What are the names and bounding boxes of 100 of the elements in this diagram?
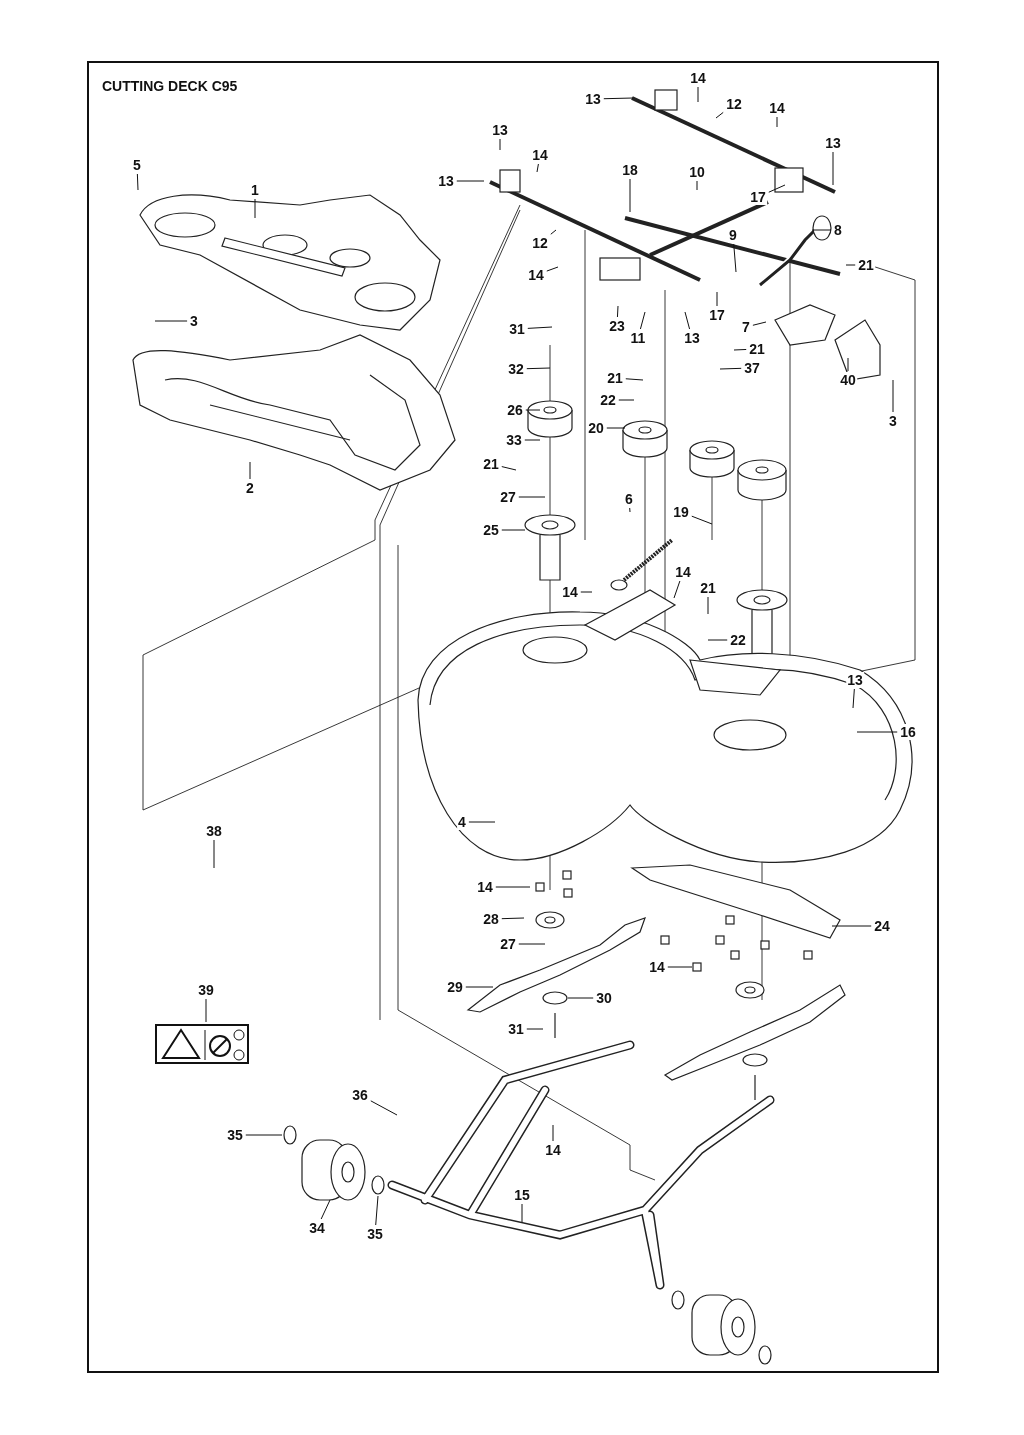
leader-line [536,163,539,173]
leader-line [524,439,541,441]
callout-number: 18 [621,162,639,178]
leader-line [697,86,699,103]
leader-line [249,461,251,480]
callout-number: 13 [437,173,455,189]
callout-number: 29 [446,979,464,995]
leader-line [845,264,856,266]
leader-line [629,507,631,513]
callout-number: 4 [457,814,467,830]
callout-number: 31 [508,321,526,337]
leader-line [245,1134,283,1136]
leader-line [847,357,849,372]
leader-line [552,1124,554,1142]
callout-number: 17 [749,189,767,205]
leader-line [606,427,626,429]
callout-number: 21 [699,580,717,596]
callout-number: 3 [189,313,199,329]
callout-number: 21 [748,341,766,357]
callout-number: 13 [846,672,864,688]
leader-line [618,399,635,401]
callout-number: 14 [476,879,494,895]
leader-line [154,320,188,322]
callout-number: 13 [584,91,602,107]
callout-number: 15 [513,1187,531,1203]
leader-line [527,326,553,329]
leader-line [811,229,832,231]
callout-number: 14 [527,267,545,283]
callout-number: 14 [531,147,549,163]
leader-line [752,321,767,326]
callout-number: 21 [606,370,624,386]
callout-number: 6 [624,491,634,507]
callout-number: 14 [674,564,692,580]
leader-line [719,367,742,370]
callout-number: 2 [245,480,255,496]
leader-line [468,821,496,823]
callout-number: 32 [507,361,525,377]
callout-number: 34 [308,1220,326,1236]
leader-line [625,378,644,381]
callout-number: 7 [741,319,751,335]
callout-number: 22 [729,632,747,648]
leader-line [501,466,517,471]
callout-number: 21 [482,456,500,472]
callout-number: 9 [728,227,738,243]
leader-line [892,379,894,413]
callout-number: 26 [506,402,524,418]
callout-number: 31 [507,1021,525,1037]
callout-number: 14 [689,70,707,86]
leader-line [696,180,698,191]
leader-line [370,1100,398,1116]
callout-number: 25 [482,522,500,538]
callout-number: 21 [857,257,875,273]
leader-line [525,409,541,411]
leader-line [852,688,855,709]
callout-number: 23 [608,318,626,334]
leader-line [136,173,139,191]
leader-line [691,515,713,525]
callout-number: 12 [725,96,743,112]
callout-number: 13 [824,135,842,151]
leader-line [639,311,646,330]
callout-number: 36 [351,1087,369,1103]
callout-number: 8 [833,222,843,238]
callout-number: 13 [491,122,509,138]
callout-number: 22 [599,392,617,408]
leader-line [733,348,747,351]
callout-number: 14 [544,1142,562,1158]
leader-line [715,111,724,119]
leader-line [716,291,718,307]
leader-line [499,138,501,151]
callout-number: 30 [595,990,613,1006]
callout-number: 12 [531,235,549,251]
leader-line [495,886,531,888]
leader-line [213,839,215,869]
leader-line [501,917,525,920]
diagram-title: CUTTING DECK C95 [102,78,238,94]
leader-line [526,367,551,370]
leader-line [521,1203,523,1223]
leader-line [550,229,557,235]
callout-number: 40 [839,372,857,388]
leader-line [320,1199,331,1220]
callout-number: 10 [688,164,706,180]
leader-line [465,986,494,988]
callout-number: 27 [499,489,517,505]
callout-number: 5 [132,157,142,173]
callout-number: 24 [873,918,891,934]
leader-line [375,1195,379,1226]
callout-number: 27 [499,936,517,952]
callout-number: 37 [743,360,761,376]
callout-number: 13 [683,330,701,346]
leader-line [667,966,693,968]
callout-number: 20 [587,420,605,436]
leader-line [707,596,709,615]
leader-line [673,580,681,599]
leader-line [684,311,691,330]
leader-line [616,305,619,318]
leader-line [205,998,207,1023]
callout-number: 17 [708,307,726,323]
callout-number: 1 [250,182,260,198]
callout-number: 14 [768,100,786,116]
leader-line [707,639,728,641]
